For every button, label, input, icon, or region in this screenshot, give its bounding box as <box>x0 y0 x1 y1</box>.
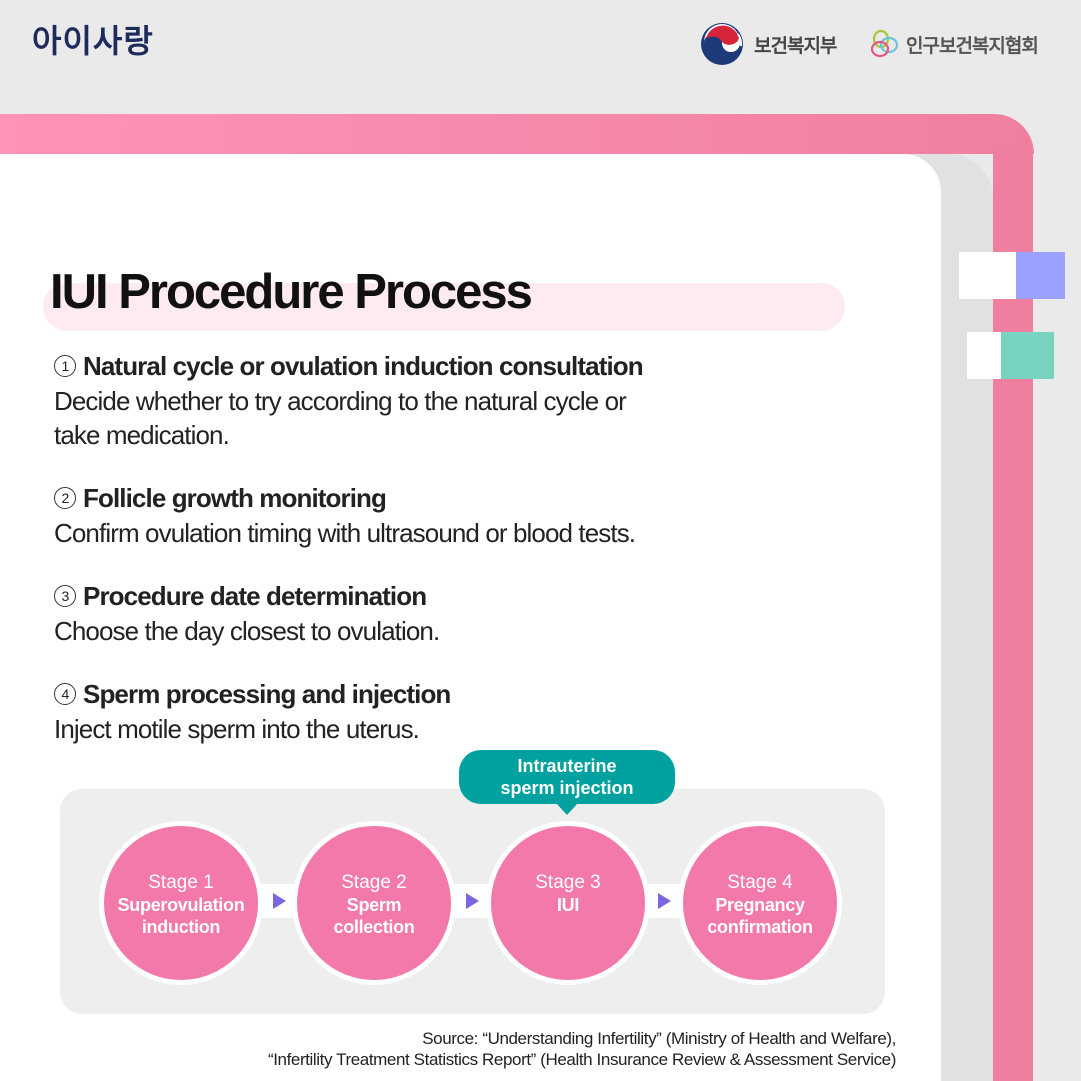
arrow-right-icon <box>466 893 479 909</box>
index-tab-2-color <box>1001 332 1054 379</box>
step-item: 2 Follicle growth monitoring Confirm ovu… <box>54 480 814 550</box>
step-item: 3 Procedure date determination Choose th… <box>54 578 814 648</box>
step-list: 1 Natural cycle or ovulation induction c… <box>54 348 814 774</box>
taegeuk-emblem-icon <box>701 23 743 65</box>
stage-name: Sperm <box>346 895 402 915</box>
stage-label: Stage 1 <box>148 872 214 893</box>
step-number: 3 <box>54 585 76 607</box>
title-highlight <box>43 283 845 331</box>
step-heading: Sperm processing and injection <box>83 679 451 709</box>
page-title: IUI Procedure Process <box>50 265 533 319</box>
step-description: Inject motile sperm into the uterus. <box>54 714 420 744</box>
stage-4-circle: Stage 4 Pregnancy confirmation <box>678 821 842 985</box>
step-number: 2 <box>54 487 76 509</box>
stage-1-circle: Stage 1 Superovulation induction <box>99 821 263 985</box>
step-item: 4 Sperm processing and injection Inject … <box>54 676 814 746</box>
stage-name-cont: confirmation <box>707 917 813 937</box>
stage-3-circle: Stage 3 IUI <box>486 821 650 985</box>
step-heading: Procedure date determination <box>83 581 427 611</box>
association-name: 인구보건복지협회 <box>906 34 1039 57</box>
stage-label: Stage 4 <box>727 872 793 893</box>
index-tab-2 <box>967 332 1001 379</box>
step-item: 1 Natural cycle or ovulation induction c… <box>54 348 814 452</box>
step-description: Decide whether to try according to the n… <box>54 386 627 416</box>
stage-2-circle: Stage 2 Sperm collection <box>292 821 456 985</box>
brand-logo: 아이사랑 <box>32 22 154 60</box>
association-logo: 인구보건복지협회 <box>868 22 1039 66</box>
source-line-2: “Infertility Treatment Statistics Report… <box>267 1050 896 1069</box>
step-description: Confirm ovulation timing with ultrasound… <box>54 518 636 548</box>
frame-top-bar <box>0 114 1034 154</box>
step-number: 4 <box>54 683 76 705</box>
stage-name-cont: induction <box>141 917 221 937</box>
callout-text: Intrauterine <box>517 756 617 776</box>
step-heading: Natural cycle or ovulation induction con… <box>83 351 644 381</box>
frame-right-bar <box>993 150 1033 1081</box>
stage-name-cont: collection <box>333 917 415 937</box>
interlocking-rings-icon <box>870 29 899 58</box>
source-line-1: Source: “Understanding Infertility” (Min… <box>422 1029 896 1048</box>
ministry-name: 보건복지부 <box>754 34 837 57</box>
callout-tail <box>556 803 578 815</box>
index-tab-1-color <box>1016 252 1065 299</box>
callout-text-cont: sperm injection <box>500 778 634 798</box>
arrow-right-icon <box>658 893 671 909</box>
step-heading: Follicle growth monitoring <box>83 483 387 513</box>
step-number: 1 <box>54 355 76 377</box>
ministry-logo: 보건복지부 <box>700 22 837 66</box>
index-tab-1 <box>959 252 1016 299</box>
callout-bubble: Intrauterine sperm injection <box>459 750 675 804</box>
arrow-right-icon <box>273 893 286 909</box>
step-description: Choose the day closest to ovulation. <box>54 616 440 646</box>
stage-name: IUI <box>556 895 580 915</box>
stage-label: Stage 3 <box>535 872 601 893</box>
stage-label: Stage 2 <box>341 872 407 893</box>
source-citation: Source: “Understanding Infertility” (Min… <box>268 1028 896 1070</box>
stage-name: Superovulation <box>117 895 245 915</box>
header: 아이사랑 보건복지부 인구보건복지협회 <box>0 0 1081 112</box>
stage-name: Pregnancy <box>715 895 805 915</box>
step-description-cont: take medication. <box>54 420 230 450</box>
